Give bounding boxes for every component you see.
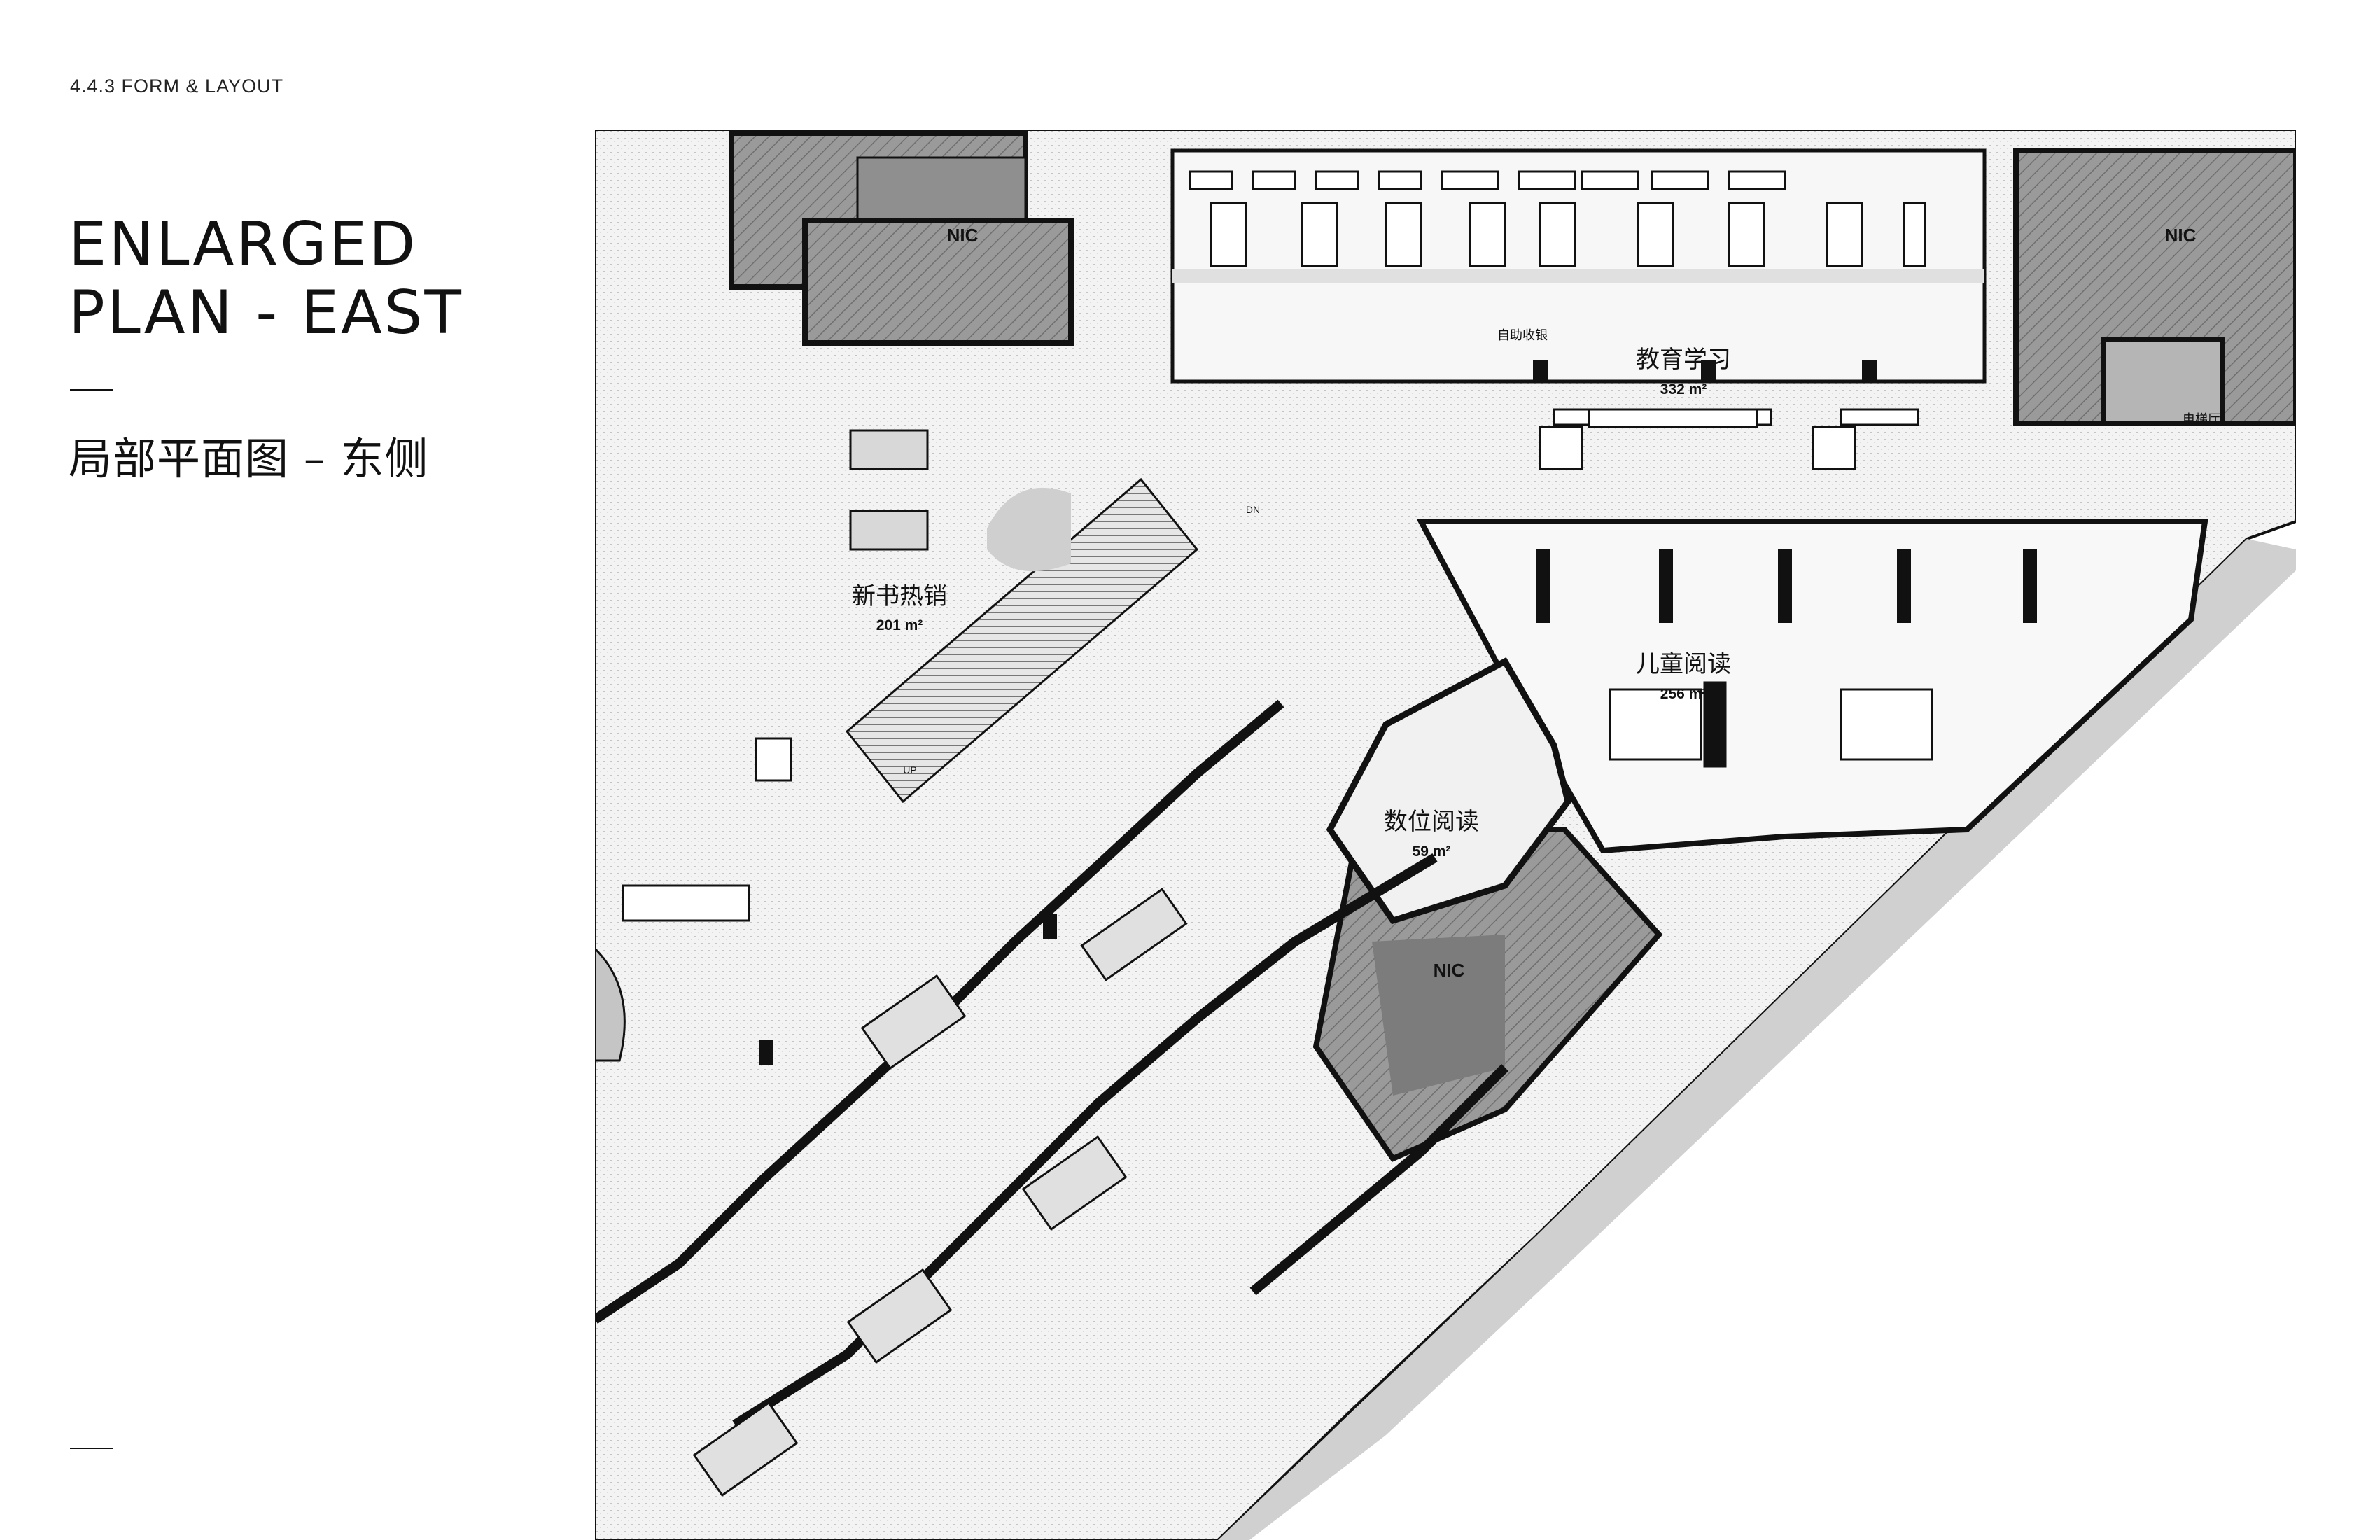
room-area-childrens: 256 m²	[1660, 686, 1707, 702]
facade-shadow	[1218, 539, 2296, 1540]
title-divider	[70, 389, 113, 391]
nic-block-top-left-core	[802, 218, 1074, 346]
room-name-digital: 数位阅读	[1384, 808, 1479, 836]
nic-label-1: NIC	[947, 225, 979, 246]
shelving-layout	[622, 170, 1933, 1497]
column-grid	[760, 360, 2037, 1065]
room-area-new-books: 201 m²	[876, 617, 923, 634]
digital-room	[1326, 657, 1572, 925]
escalator-void	[987, 487, 1071, 572]
nic-label-3: NIC	[1434, 960, 1465, 981]
room-name-childrens: 儿童阅读	[1636, 650, 1731, 678]
elevator-hall-label: 电梯厅	[2183, 412, 2220, 427]
escalator-up-label: UP	[903, 764, 916, 776]
room-area-education: 332 m²	[1660, 382, 1707, 398]
title-line-1: ENLARGED	[69, 209, 418, 279]
nic-label-2: NIC	[2165, 225, 2197, 246]
floor-plan: 新书热销 201 m² 教育学习 332 m² 儿童阅读 256 m² 数位阅读…	[595, 130, 2296, 1540]
room-area-digital: 59 m²	[1413, 844, 1451, 860]
self-checkout-label: 自助收银	[1497, 328, 1548, 343]
nic-block-center-dark	[1372, 934, 1505, 1096]
page-subtitle: 局部平面图 – 东侧	[69, 433, 429, 484]
room-name-education: 教育学习	[1636, 346, 1731, 374]
room-name-new-books: 新书热销	[852, 582, 947, 610]
page-title: ENLARGED PLAN - EAST	[69, 210, 463, 347]
elevator-block	[2101, 337, 2225, 426]
title-line-2: PLAN - EAST	[69, 278, 463, 348]
section-label: 4.4.3 FORM & LAYOUT	[70, 76, 284, 97]
circular-void	[595, 946, 626, 1062]
escalator-down-label: DN	[1246, 504, 1260, 515]
footer-divider	[70, 1448, 113, 1449]
education-corridor	[1172, 270, 1984, 284]
